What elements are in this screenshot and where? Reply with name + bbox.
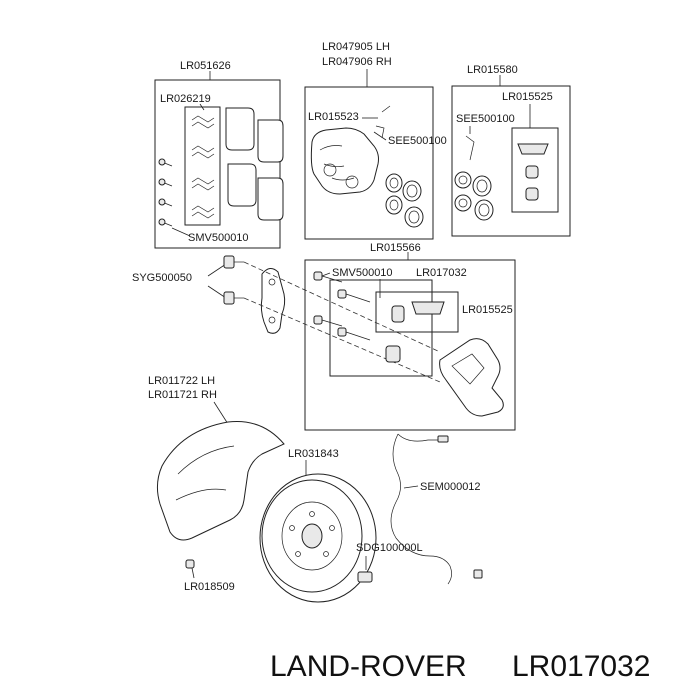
label-lr011721: LR011721 RH <box>148 389 217 401</box>
wear-sensor-icon <box>390 433 483 585</box>
caliper-group: LR047905 LH LR047906 RH LR015523 SEE5001… <box>304 41 447 240</box>
shield-bolt-icon <box>185 559 195 569</box>
label-lr011722: LR011722 LH <box>148 375 215 387</box>
label-lr026219: LR026219 <box>160 93 211 105</box>
label-see500100-a: SEE500100 <box>388 135 447 147</box>
label-syg500050: SYG500050 <box>132 272 192 284</box>
pad-clips-icon <box>191 115 215 219</box>
clip-kit-box <box>184 106 221 226</box>
lr015525-kit-box <box>375 291 459 333</box>
label-lr015523: LR015523 <box>308 111 359 123</box>
caliper-box <box>304 86 434 240</box>
pad-kit-group: LR051626 LR026219 SMV500010 <box>154 60 284 249</box>
guide-kit-box <box>511 127 559 213</box>
caliper-icon <box>310 105 391 195</box>
label-lr031843: LR031843 <box>288 448 339 460</box>
label-lr015580: LR015580 <box>467 64 518 76</box>
label-smv500010-a: SMV500010 <box>188 232 249 244</box>
bolt-kit-box <box>329 279 433 377</box>
pad-bolts-icon <box>158 158 173 227</box>
label-lr017032: LR017032 <box>416 267 467 279</box>
caliper-carrier-icon <box>439 338 504 417</box>
dust-shield-icon <box>156 420 285 541</box>
guide-bushing-icon <box>385 301 445 363</box>
wear-sensor-group: SEM000012 <box>390 433 483 585</box>
label-see500100-b: SEE500100 <box>456 113 515 125</box>
label-lr051626: LR051626 <box>180 60 231 72</box>
disc-screw-icon <box>357 571 373 583</box>
mounting-bolt-icon <box>223 255 244 305</box>
carrier-bolts-icon <box>313 271 371 341</box>
bracket-plate-icon <box>260 268 286 334</box>
carrier-box <box>304 259 516 431</box>
seal-kit-box <box>451 85 571 237</box>
footer-part-number: LR017032 <box>512 650 650 683</box>
seal-kit-group: LR015580 LR015525 SEE500100 <box>451 64 571 237</box>
label-lr015525-a: LR015525 <box>502 91 553 103</box>
bracket-bolts-group: SYG500050 <box>132 255 441 383</box>
brake-disc-icon <box>259 473 377 603</box>
label-lr047906: LR047906 RH <box>322 56 392 68</box>
dust-shield-group: LR011722 LH LR011721 RH LR018509 <box>148 375 285 593</box>
label-sem000012: SEM000012 <box>420 481 481 493</box>
brake-disc-group: LR031843 SDG100000L <box>259 448 423 603</box>
brake-pads-icon <box>225 107 284 221</box>
caliper-seals-icon <box>385 173 424 228</box>
label-lr047905: LR047905 LH <box>322 41 390 53</box>
seal-rings-icon <box>454 171 494 221</box>
footer-brand: LAND-ROVER <box>270 650 467 683</box>
label-lr015525-b: LR015525 <box>462 304 513 316</box>
label-lr015566: LR015566 <box>370 242 421 254</box>
label-sdg100000l: SDG100000L <box>356 542 423 554</box>
label-lr018509: LR018509 <box>184 581 235 593</box>
carrier-group: LR015566 SMV500010 LR017032 LR015525 <box>304 242 516 431</box>
pad-kit-box <box>154 79 281 249</box>
label-smv500010-b: SMV500010 <box>332 267 393 279</box>
guide-pin-kit-icon <box>465 135 549 201</box>
